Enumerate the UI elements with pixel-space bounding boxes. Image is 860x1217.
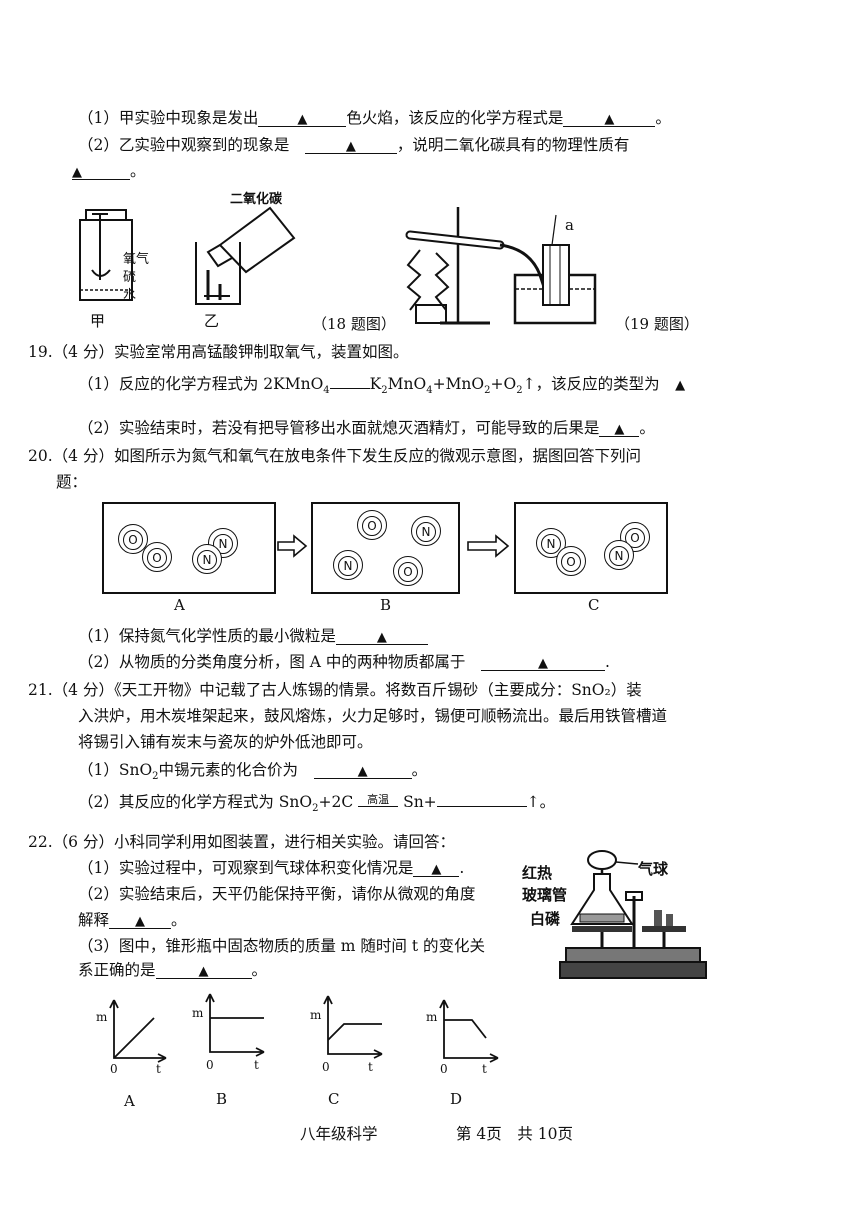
q18-part2: （2）乙实验中观察到的现象是 ▲，说明二氧化碳具有的物理性质有 [78,136,630,154]
q21-title-line2: 入洪炉，用木炭堆架起来，鼓风熔炼，火力足够时，锡便可顺畅流出。最后用铁管槽道 [78,707,668,725]
fig19-caption: （19 题图） [615,315,699,333]
atom-n: N [411,516,441,546]
atom-o: O [357,510,387,540]
atom-n: N [208,528,238,558]
arrow-a-to-b [277,534,308,558]
q22-part3-line2: 系正确的是▲。 [78,961,268,979]
q20-title-line2: 题： [56,473,88,491]
atom-o: O [393,556,423,586]
label-white-phosphorus: 白磷 [530,910,561,928]
q22-part3-line1: （3）图中，锥形瓶中固态物质的质量 m 随时间 t 的变化关 [78,937,485,955]
label-red-hot: 红热 [522,864,553,882]
atom-o: O [556,546,586,576]
q22-part2-line2: 解释▲。 [78,911,187,929]
q21-title-line3: 将锡引入铺有炭末与瓷灰的炉外低池即可。 [78,733,373,751]
q22-part2-line1: （2）实验结束后，天平仍能保持平衡，请你从微观的角度 [78,885,476,903]
diagram-box-c: N O O N [514,502,668,594]
q22-part1: （1）实验过程中，可观察到气球体积变化情况是▲. [78,859,465,877]
footer-subject: 八年级科学 [300,1125,378,1143]
q19-title: 19.（4 分）实验室常用高锰酸钾制取氧气，装置如图。 [28,343,409,361]
fig18-caption: （18 题图） [312,315,396,333]
q22-title: 22.（6 分）小科同学利用如图装置，进行相关实验。请回答： [28,833,455,851]
q22-balance-apparatus [559,850,707,979]
q18-part2-cont: ▲。 [72,162,146,180]
footer-page: 第 4页 共 10页 [456,1125,573,1143]
q20-title-line1: 20.（4 分）如图所示为氮气和氧气在放电条件下发生反应的微观示意图，据图回答下… [28,447,641,465]
q18-fig-jia [79,209,133,301]
label-balloon: 气球 [638,860,669,878]
jia-label-sulfur: 硫 [123,270,137,285]
box-label-a: A [174,596,185,614]
q21-part2: （2）其反应的化学方程式为 SnO2+2C 高温 Sn+↑。 [78,788,555,819]
diagram-box-a: O O N N [102,502,276,594]
jia-label-oxygen: 氧气 [123,252,150,267]
q18-fig-yi [195,206,296,305]
atom-n: N [192,544,222,574]
diagram-box-b: O N N O [311,502,460,594]
box-label-c: C [588,596,600,614]
jia-label-water: 水 [123,288,137,303]
q20-part1: （1）保持氮气化学性质的最小微粒是▲ [78,626,428,646]
atom-o: O [142,542,172,572]
q21-title-line1: 21.（4 分）《天工开物》中记载了古人炼锡的情景。将数百斤锡砂（主要成分：Sn… [28,681,642,699]
q20-part2: （2）从物质的分类角度分析，图 A 中的两种物质都属于 ▲. [78,653,610,671]
fig-jia-caption: 甲 [90,312,106,330]
fig19-label-a: a [565,216,574,234]
atom-o: O [620,522,650,552]
q21-part1: （1）SnO2中锡元素的化合价为 ▲。 [78,761,428,783]
arrow-b-to-c [467,534,510,558]
box-label-b: B [380,596,392,614]
q19-apparatus [405,207,597,325]
label-glass-tube: 玻璃管 [522,886,568,904]
atom-n: N [333,550,363,580]
fig-yi-caption: 乙 [204,312,220,330]
q19-part2: （2）实验结束时，若没有把导管移出水面就熄灭酒精灯，可能导致的后果是▲。 [78,419,655,437]
co2-label: 二氧化碳 [230,192,283,207]
q18-part1: （1）甲实验中现象是发出▲色火焰，该反应的化学方程式是▲。 [78,109,671,127]
atom-n: N [604,540,634,570]
